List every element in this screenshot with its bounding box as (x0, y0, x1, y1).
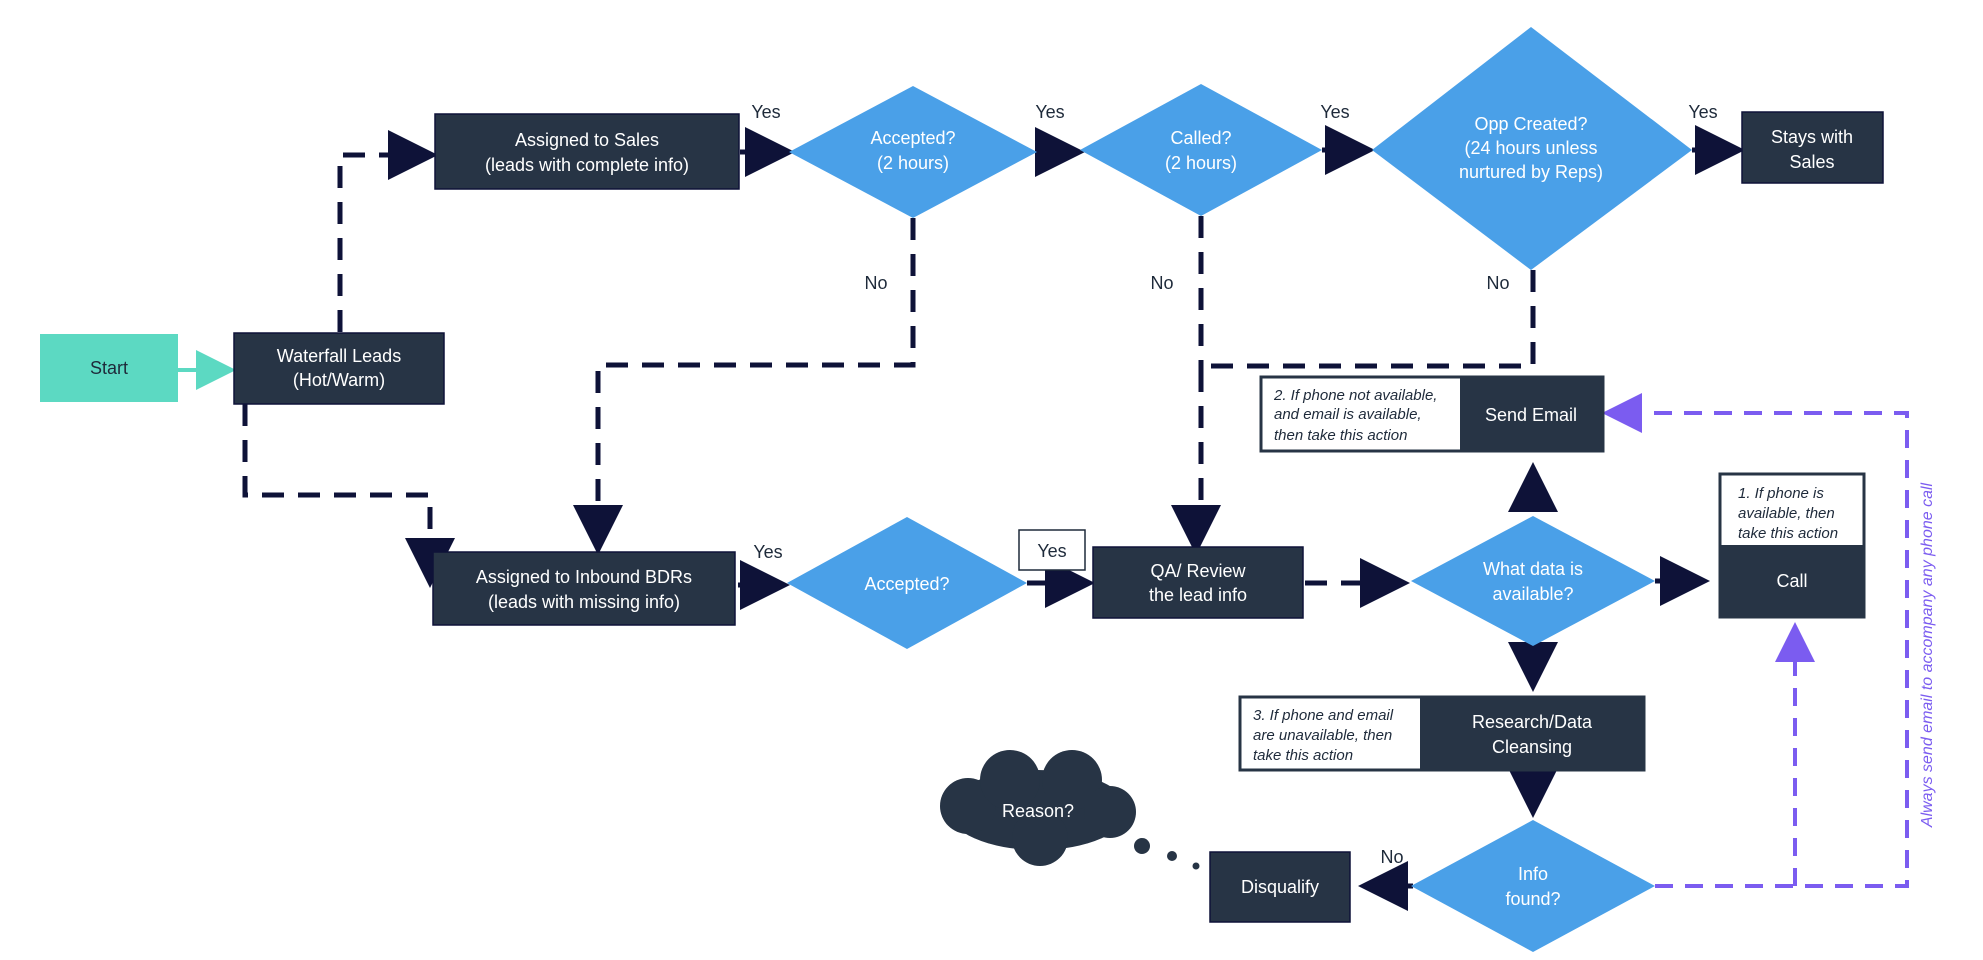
qa-review-node: QA/ Review the lead info (1092, 546, 1304, 619)
called-line-1: Called? (1170, 128, 1231, 148)
reason-cloud-lobe-2 (980, 750, 1040, 810)
research-line-1: Research/Data (1472, 712, 1593, 732)
stays-sales-node: Stays with Sales (1741, 111, 1884, 184)
email-note-line-3: then take this action (1274, 427, 1407, 444)
thought-dot-large (1134, 838, 1150, 854)
opp-created-line-3: nurtured by Reps) (1459, 162, 1603, 182)
info-found-shape (1411, 820, 1655, 952)
research-shape (1420, 697, 1644, 770)
research-node: Research/Data Cleansing 3. If phone and … (1238, 695, 1646, 772)
label-yes-called: Yes (1320, 102, 1349, 122)
disqualify-shape (1209, 851, 1351, 923)
call-label: Call (1776, 571, 1807, 591)
start-shape (40, 334, 178, 402)
label-yes-opp: Yes (1688, 102, 1717, 122)
email-note-line-2: and email is available, (1274, 406, 1422, 423)
assigned-bdrs-line-1: Assigned to Inbound BDRs (476, 567, 692, 587)
what-data-shape (1411, 516, 1655, 646)
waterfall-line-1: Waterfall Leads (277, 346, 401, 366)
label-yes-accepted: Yes (1035, 102, 1064, 122)
called-shape (1080, 84, 1322, 216)
stays-sales-shape (1741, 111, 1884, 184)
edge-waterfall-sales (337, 152, 430, 332)
accepted-top-decision: Accepted? (2 hours) (789, 86, 1037, 218)
stays-sales-line-2: Sales (1789, 152, 1834, 172)
connectors (178, 125, 1909, 911)
stays-sales-line-1: Stays with (1771, 127, 1853, 147)
disqualify-node: Disqualify (1209, 851, 1351, 923)
thought-dot-small (1192, 862, 1200, 870)
opp-created-decision: Opp Created? (24 hours unless nurtured b… (1372, 27, 1692, 270)
assigned-bdrs-shape (432, 551, 736, 626)
edge-labels: Yes Yes Yes Yes No No No Yes Yes No (751, 102, 1717, 867)
accepted-top-line-1: Accepted? (870, 128, 955, 148)
reason-cloud-lobe-4 (1084, 786, 1136, 838)
label-yes-box (1018, 529, 1086, 571)
assigned-sales-line-1: Assigned to Sales (515, 130, 659, 150)
assigned-sales-line-2: (leads with complete info) (485, 155, 689, 175)
accepted-bottom-decision: Accepted? (787, 517, 1027, 649)
label-no-accepted: No (864, 273, 887, 293)
send-email-label: Send Email (1485, 405, 1577, 425)
call-shape (1720, 545, 1864, 617)
called-decision: Called? (2 hours) (1080, 84, 1322, 216)
info-found-decision: Info found? (1411, 820, 1655, 952)
info-found-line-1: Info (1518, 864, 1548, 884)
send-email-node: Send Email 2. If phone not available, an… (1259, 375, 1605, 453)
edge-purple-email (1618, 411, 1909, 888)
label-yes-bdrs: Yes (753, 542, 782, 562)
qa-review-shape (1092, 546, 1304, 619)
accepted-bottom-shape (787, 517, 1027, 649)
accepted-top-line-2: (2 hours) (877, 153, 949, 173)
edge-waterfall-bdrs (242, 404, 433, 570)
waterfall-line-2: (Hot/Warm) (293, 370, 385, 390)
assigned-bdrs-node: Assigned to Inbound BDRs (leads with mis… (432, 551, 736, 626)
reason-label: Reason? (1002, 801, 1074, 821)
what-data-line-1: What data is (1483, 559, 1583, 579)
research-note-line-2: are unavailable, then (1253, 727, 1392, 744)
reason-cloud-lobe-1 (940, 778, 996, 834)
reason-bubble: Reason? (940, 750, 1136, 866)
accepted-top-shape (789, 86, 1037, 218)
email-note-line-1: 2. If phone not available, (1273, 387, 1437, 404)
waterfall-leads-node: Waterfall Leads (Hot/Warm) (233, 332, 445, 405)
called-line-2: (2 hours) (1165, 153, 1237, 173)
research-note-line-3: take this action (1253, 747, 1353, 764)
accepted-bottom-label: Accepted? (864, 574, 949, 594)
label-no-opp: No (1486, 273, 1509, 293)
label-yes-accepted-bottom: Yes (1037, 541, 1066, 561)
call-note-line-1: 1. If phone is (1738, 485, 1824, 502)
opp-created-shape (1372, 27, 1692, 270)
what-data-decision: What data is available? (1411, 516, 1655, 646)
qa-review-line-2: the lead info (1149, 585, 1247, 605)
assigned-sales-shape (434, 113, 740, 190)
edge-opp-no (1198, 270, 1536, 530)
send-email-shape (1460, 377, 1603, 451)
assigned-sales-node: Assigned to Sales (leads with complete i… (434, 113, 740, 190)
start-label: Start (90, 358, 128, 378)
label-no-called: No (1150, 273, 1173, 293)
call-node: Call 1. If phone is available, then take… (1718, 472, 1866, 619)
waterfall-shape (233, 332, 445, 405)
what-data-line-2: available? (1492, 584, 1573, 604)
assigned-bdrs-line-2: (leads with missing info) (488, 592, 680, 612)
edge-accepted-no (595, 218, 916, 530)
call-note-line-2: available, then (1738, 505, 1835, 522)
side-note-label: Always send email to accompany any phone… (1919, 482, 1936, 828)
research-note-line-1: 3. If phone and email (1253, 707, 1394, 724)
opp-created-line-1: Opp Created? (1474, 114, 1587, 134)
reason-cloud-lobe-5 (1012, 810, 1068, 866)
call-note-line-3: take this action (1738, 525, 1838, 542)
thought-dot-medium (1167, 851, 1177, 861)
disqualify-label: Disqualify (1241, 877, 1319, 897)
label-yes-sales: Yes (751, 102, 780, 122)
research-line-2: Cleansing (1492, 737, 1572, 757)
start-node: Start (40, 334, 178, 402)
opp-created-line-2: (24 hours unless (1464, 138, 1597, 158)
reason-cloud-lobe-3 (1042, 750, 1102, 810)
qa-review-line-1: QA/ Review (1150, 561, 1246, 581)
label-no-info: No (1380, 847, 1403, 867)
info-found-line-2: found? (1505, 889, 1560, 909)
